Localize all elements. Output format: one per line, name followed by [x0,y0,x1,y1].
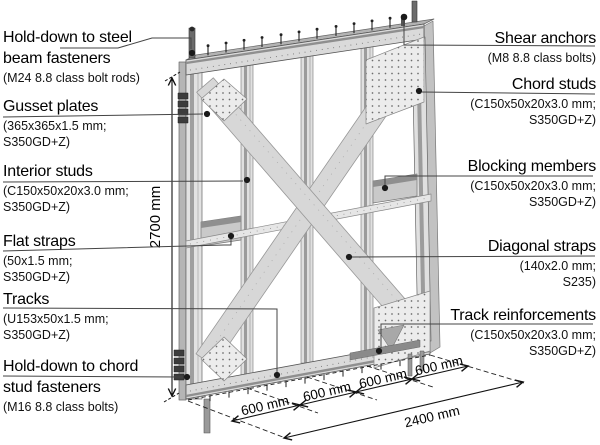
label-spec: S350GD+Z) [3,199,71,214]
dim-bay-label: 600 mm [240,393,291,419]
label-spec: S350GD+Z) [528,112,596,127]
label-heading: Blocking members [467,158,597,175]
dim-bay-label: 600 mm [302,379,353,405]
leader-lines [2,21,596,378]
label-diagonal-straps: Diagonal straps (140x2.0 mm; S235) [424,236,596,290]
label-spec: S350GD+Z) [528,343,596,358]
label-heading: Diagonal straps [487,238,596,255]
label-interior-studs: Interior studs (C150x50x20x3.0 mm; S350G… [3,161,161,215]
dim-height-label: 2700 mm [147,186,164,249]
dim-total-label: 2400 mm [403,403,461,430]
label-spec: S235) [562,274,596,289]
right-chord-stud [411,36,432,344]
leader-dots [183,13,423,381]
label-heading: Interior studs [3,163,93,180]
label-spec: (365x365x1.5 mm; [3,119,107,133]
label-spec: (C150x50x20x3.0 mm; [470,328,596,342]
label-spec: (C150x50x20x3.0 mm; [470,179,596,193]
label-spec: S350GD+Z) [3,269,71,284]
label-gusset-plates: Gusset plates (365x365x1.5 mm; S350GD+Z) [3,96,161,150]
label-hold-down-chord-stud-fasteners: Hold-down to chord stud fasteners (M16 8… [3,356,161,416]
label-heading: Tracks [3,291,50,308]
label-heading: Gusset plates [3,98,99,115]
label-spec: S350GD+Z) [528,194,596,209]
label-spec: (C150x50x20x3.0 mm; [470,97,596,111]
label-heading: Chord studs [511,76,596,93]
label-spec: (140x2.0 mm; [519,259,596,273]
anchor-rods [188,0,425,434]
label-heading: Shear anchors [494,30,597,47]
label-spec: (50x1.5 mm; [3,254,73,268]
label-heading: Hold-down to steel beam fasteners [3,29,132,67]
track-reinforcement-plate [377,324,405,351]
label-spec: S350GD+Z) [3,134,71,149]
dim-bay-label: 600 mm [358,366,409,392]
total-dimension-line [284,382,523,438]
label-flat-straps: Flat straps (50x1.5 mm; S350GD+Z) [3,231,161,285]
label-spec: (C150x50x20x3.0 mm; [3,184,129,198]
track-reinforcement-band [349,339,421,361]
label-chord-studs: Chord studs (C150x50x20x3.0 mm; S350GD+Z… [424,74,596,128]
label-hold-down-steel-beam-fasteners: Hold-down to steel beam fasteners (M24 8… [3,27,161,87]
label-tracks: Tracks (U153x50x1.5 mm; S350GD+Z) [3,289,161,343]
label-track-reinforcements: Track reinforcements (C150x50x20x3.0 mm;… [424,305,596,359]
label-spec: S350GD+Z) [3,327,71,342]
label-spec: (M24 8.8 class bolt rods) [3,71,140,85]
label-spec: (M16 8.8 class bolts) [3,400,119,414]
label-spec: (M8 8.8 class bolts) [487,51,596,65]
label-heading: Flat straps [3,233,76,250]
shear-anchor-bolts [206,16,392,56]
wall-frame [173,0,441,434]
label-shear-anchors: Shear anchors (M8 8.8 class bolts) [424,28,597,67]
label-heading: Track reinforcements [450,307,596,324]
label-blocking-members: Blocking members (C150x50x20x3.0 mm; S35… [424,156,597,210]
label-heading: Hold-down to chord stud fasteners [3,358,139,396]
label-spec: (U153x50x1.5 mm; [3,312,109,326]
